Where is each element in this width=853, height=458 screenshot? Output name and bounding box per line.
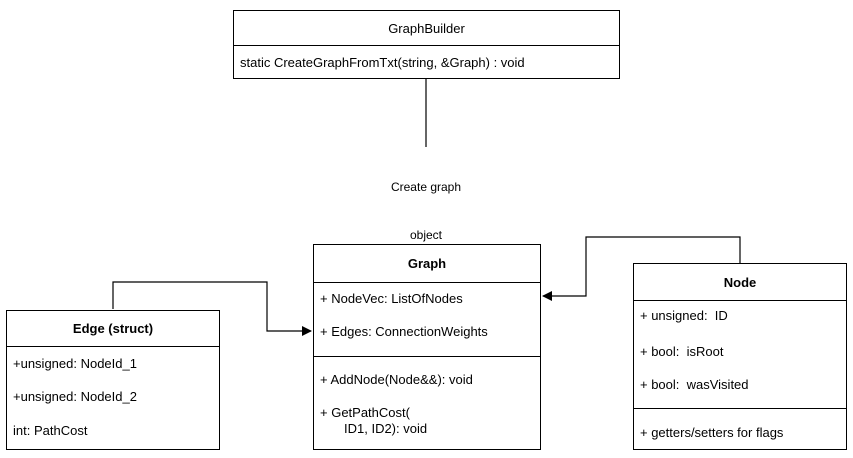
- graph-title: Graph: [314, 245, 540, 283]
- create-graph-label-line2: object: [409, 228, 443, 242]
- graph-separator: [314, 356, 540, 357]
- graph-method-getpathcost: + GetPathCost(: [320, 405, 410, 420]
- graphbuilder-title: GraphBuilder: [234, 11, 619, 46]
- node-title: Node: [634, 264, 846, 301]
- graphbuilder-class[interactable]: GraphBuilder static CreateGraphFromTxt(s…: [233, 10, 620, 79]
- node-attribute-wasvisited: + bool: wasVisited: [640, 377, 749, 392]
- edge-title: Edge (struct): [7, 311, 219, 347]
- graphbuilder-method: static CreateGraphFromTxt(string, &Graph…: [240, 55, 525, 70]
- graph-method-getpathcost-params: ID1, ID2): void: [344, 421, 428, 436]
- edge-struct[interactable]: Edge (struct) +unsigned: NodeId_1 +unsig…: [6, 310, 220, 450]
- node-attribute-isroot: + bool: isRoot: [640, 344, 724, 359]
- graph-method-addnode: + AddNode(Node&&): void: [320, 372, 473, 387]
- edge-attribute-nodeid1: +unsigned: NodeId_1: [13, 356, 137, 371]
- graph-attribute-nodevec: + NodeVec: ListOfNodes: [320, 291, 463, 306]
- node-method-getters-setters: + getters/setters for flags: [640, 425, 784, 440]
- create-graph-label: Create graph object: [372, 147, 480, 259]
- create-graph-label-line1: Create graph: [390, 180, 462, 194]
- edge-attribute-pathcost: int: PathCost: [13, 423, 88, 438]
- node-separator: [634, 408, 846, 409]
- node-class[interactable]: Node + unsigned: ID + bool: isRoot + boo…: [633, 263, 847, 450]
- node-attribute-id: + unsigned: ID: [640, 308, 728, 323]
- node-to-graph-connector: [542, 236, 741, 301]
- graph-attribute-edges: + Edges: ConnectionWeights: [320, 324, 488, 339]
- edge-attribute-nodeid2: +unsigned: NodeId_2: [13, 389, 137, 404]
- edge-to-graph-connector: [112, 281, 312, 336]
- graph-class[interactable]: Graph + NodeVec: ListOfNodes + Edges: Co…: [313, 244, 541, 450]
